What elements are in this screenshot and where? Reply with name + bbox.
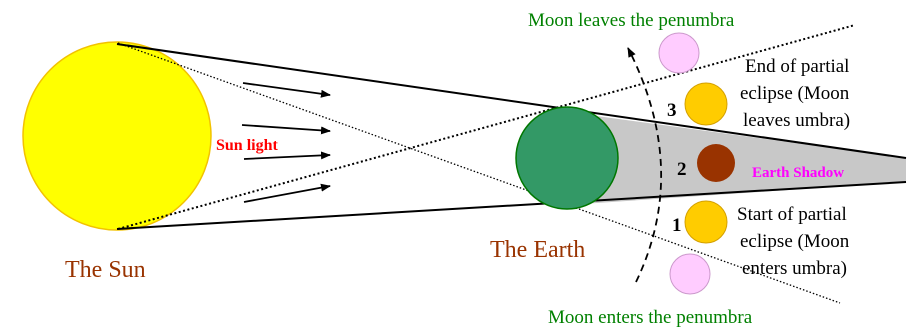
moon-penumbra-top xyxy=(658,32,700,74)
moon-orbit-path xyxy=(627,47,662,283)
sunlight-arrow xyxy=(242,82,331,98)
moon-position-3 xyxy=(684,82,728,126)
earth-shadow-label: Earth Shadow xyxy=(752,165,844,181)
moon-position-2 xyxy=(697,144,735,182)
moon-number-2: 2 xyxy=(677,159,687,180)
moon-number-1: 1 xyxy=(672,215,682,236)
earth-umbra-shadow xyxy=(567,112,906,205)
moon-penumbra-bottom xyxy=(669,253,711,295)
sunlight-arrow xyxy=(243,151,331,160)
moon-enters-penumbra-label: Moon enters the penumbra xyxy=(548,307,753,328)
moon-leaves-penumbra-label: Moon leaves the penumbra xyxy=(528,10,735,31)
sun-light-label: Sun light xyxy=(216,137,278,154)
inner-tangent-lower xyxy=(117,24,856,230)
end-partial-eclipse-label: End of partial eclipse (Moon leaves umbr… xyxy=(740,56,854,131)
earth xyxy=(515,106,619,210)
moon-position-1 xyxy=(684,200,728,244)
outer-tangent-top xyxy=(116,43,907,159)
moon-number-3: 3 xyxy=(667,100,677,121)
sunlight-arrow xyxy=(243,183,331,203)
sunlight-arrow xyxy=(241,124,331,135)
sun xyxy=(22,41,212,231)
start-partial-eclipse-label: Start of partial eclipse (Moon enters um… xyxy=(737,204,854,279)
earth-name-label: The Earth xyxy=(490,237,585,263)
outer-tangent-bottom xyxy=(116,181,907,230)
sun-name-label: The Sun xyxy=(65,257,146,283)
